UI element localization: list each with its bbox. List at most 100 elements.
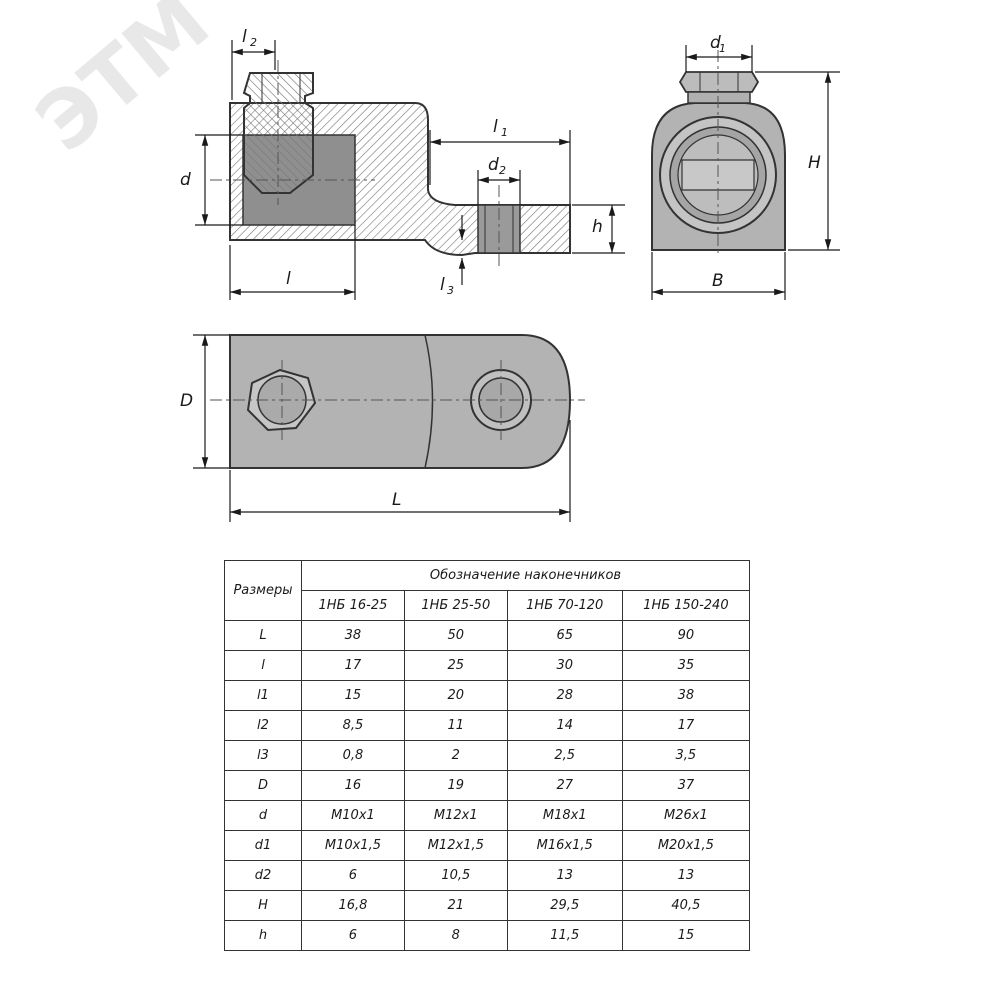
table-cell: 38	[621, 680, 751, 711]
table-cell: 40,5	[621, 890, 751, 921]
table-cell: M12x1	[403, 800, 508, 831]
label-l2: l	[242, 27, 247, 47]
table-cell: 29,5	[506, 890, 623, 921]
table-cell: 37	[621, 770, 751, 801]
label-l3-sub: 3	[447, 284, 454, 297]
front-view-labels: d 1 H B	[710, 33, 821, 291]
table-cell: 16,8	[301, 890, 405, 921]
row-label: d2	[224, 860, 302, 891]
table-cell: 19	[403, 770, 508, 801]
table-cell: 8	[403, 920, 508, 951]
table-group-header: Обозначение наконечников	[301, 560, 750, 591]
row-label: h	[224, 920, 302, 951]
row-label: D	[224, 770, 302, 801]
table-cell: 11	[403, 710, 508, 741]
front-view-dimensions	[651, 45, 840, 300]
table-cell: 11,5	[506, 920, 623, 951]
table-cell: M20x1,5	[621, 830, 751, 861]
table-cell: 17	[621, 710, 751, 741]
table-cell: 30	[506, 650, 623, 681]
label-H: H	[808, 153, 821, 173]
watermark: ЭТМ	[19, 0, 227, 170]
label-l1: l	[493, 117, 498, 137]
row-label: l	[224, 650, 302, 681]
table-cell: 0,8	[301, 740, 405, 771]
table-cell: 21	[403, 890, 508, 921]
table-cell: 20	[403, 680, 508, 711]
label-D: D	[180, 391, 193, 411]
table-cell: 50	[403, 620, 508, 651]
table-cell: 38	[301, 620, 405, 651]
table-cell: 27	[506, 770, 623, 801]
dimensions-table: Размеры Обозначение наконечников 1НБ 16-…	[224, 560, 751, 951]
table-cell: M18x1	[506, 800, 623, 831]
table-cell: M10x1	[301, 800, 405, 831]
table-cell: M26x1	[621, 800, 751, 831]
top-body	[229, 334, 572, 469]
row-label: L	[224, 620, 302, 651]
column-header: 1НБ 25-50	[403, 590, 508, 621]
row-label: H	[224, 890, 302, 921]
table-corner: Размеры	[224, 560, 302, 621]
table-cell: 25	[403, 650, 508, 681]
top-view	[210, 334, 585, 469]
label-d2: d	[488, 155, 499, 175]
table-cell: 35	[621, 650, 751, 681]
table-cell: 2,5	[506, 740, 623, 771]
column-header: 1НБ 70-120	[506, 590, 623, 621]
row-label: l1	[224, 680, 302, 711]
table-cell: 14	[506, 710, 623, 741]
column-header: 1НБ 16-25	[301, 590, 405, 621]
table-cell: 13	[621, 860, 751, 891]
table-cell: 2	[403, 740, 508, 771]
table-cell: 6	[301, 860, 405, 891]
table-cell: M16x1,5	[506, 830, 623, 861]
row-label: l3	[224, 740, 302, 771]
table-cell: M10x1,5	[301, 830, 405, 861]
side-section-view	[210, 60, 571, 270]
label-d: d	[180, 170, 191, 190]
label-d1-sub: 1	[719, 42, 726, 55]
table-cell: 8,5	[301, 710, 405, 741]
label-l1-sub: 1	[501, 126, 508, 139]
table-cell: 13	[506, 860, 623, 891]
label-d2-sub: 2	[499, 164, 506, 177]
table-cell: 90	[621, 620, 751, 651]
side-view-dimensions	[195, 40, 625, 300]
top-view-labels: D L	[180, 391, 401, 510]
label-B: B	[712, 271, 724, 291]
table-cell: 16	[301, 770, 405, 801]
label-l3: l	[440, 275, 445, 295]
screw-head	[678, 71, 760, 93]
table-cell: 6	[301, 920, 405, 951]
table-cell: M12x1,5	[403, 830, 508, 861]
column-header: 1НБ 150-240	[621, 590, 751, 621]
row-label: d1	[224, 830, 302, 861]
table-cell: 3,5	[621, 740, 751, 771]
table-cell: 65	[506, 620, 623, 651]
lug-drawing: ЭТМ	[19, 0, 840, 522]
label-h: h	[592, 217, 603, 237]
label-l2-sub: 2	[250, 36, 257, 49]
row-label: l2	[224, 710, 302, 741]
label-d1: d	[710, 33, 721, 53]
table-cell: 15	[301, 680, 405, 711]
row-label: d	[224, 800, 302, 831]
front-view	[651, 50, 786, 255]
table-cell: 10,5	[403, 860, 508, 891]
label-l: l	[286, 269, 291, 289]
table-cell: 17	[301, 650, 405, 681]
